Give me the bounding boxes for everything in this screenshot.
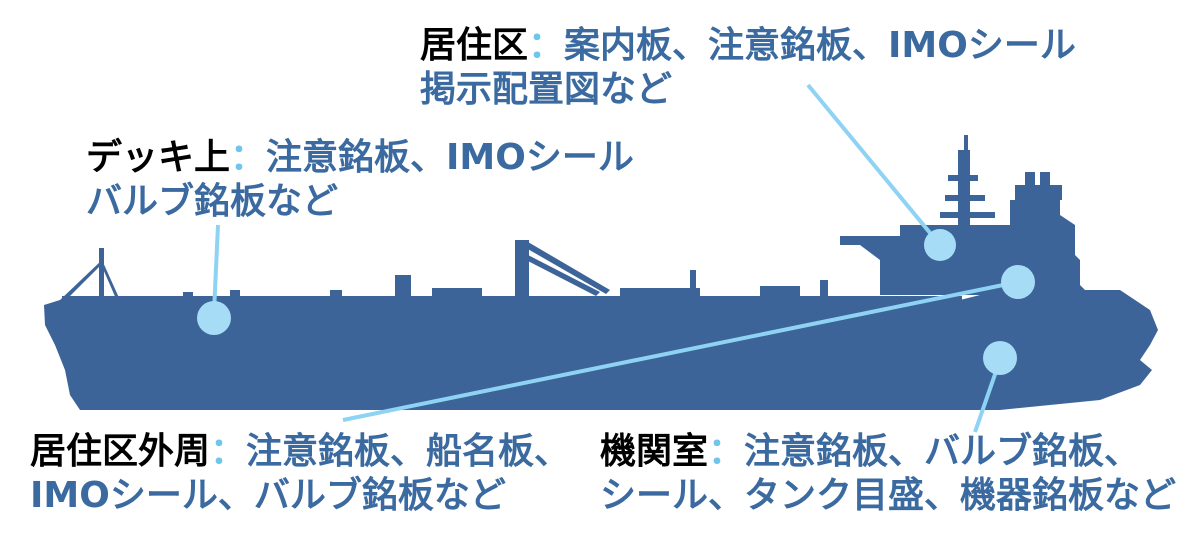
callout-colon: ：: [230, 137, 267, 178]
callout-desc: 注意銘板、IMOシール: [266, 137, 634, 178]
callout-desc-line2: 掲示配置図など: [420, 69, 673, 110]
callout-desc: 注意銘板、バルブ銘板、: [744, 431, 1141, 472]
callout-title: 居住区: [420, 25, 529, 66]
callout-colon: ：: [708, 431, 745, 472]
callout-engine-room: 機関室：注意銘板、バルブ銘板、 シール、タンク目盛、機器銘板など: [600, 430, 1176, 518]
callout-title: 居住区外周: [30, 431, 211, 472]
callout-on-deck: デッキ上：注意銘板、IMOシール バルブ銘板など: [86, 136, 634, 224]
leader-around-quarters: [342, 280, 1019, 422]
callout-desc-line2: バルブ銘板など: [86, 181, 339, 222]
callout-title: 機関室: [600, 431, 709, 472]
location-markers: [197, 229, 1035, 375]
leader-on-deck: [212, 224, 220, 313]
callout-desc-line2: IMOシール、バルブ銘板など: [30, 475, 506, 516]
leader-living-quarters: [806, 83, 942, 247]
callout-living-quarters: 居住区：案内板、注意銘板、IMOシール 掲示配置図など: [420, 24, 1076, 112]
callout-desc: 案内板、注意銘板、IMOシール: [564, 25, 1076, 66]
callout-around-quarters: 居住区外周：注意銘板、船名板、 IMOシール、バルブ銘板など: [30, 430, 570, 518]
marker-living-quarters: [924, 229, 956, 261]
callout-colon: ：: [528, 25, 565, 66]
ship-silhouette: [44, 135, 1158, 410]
marker-on-deck: [197, 301, 231, 335]
callout-colon: ：: [210, 431, 247, 472]
callout-title: デッキ上: [86, 137, 231, 178]
marker-around-quarters: [1001, 265, 1035, 299]
callout-desc: 注意銘板、船名板、: [246, 431, 571, 472]
marker-engine-room: [983, 341, 1017, 375]
callout-desc-line2: シール、タンク目盛、機器銘板など: [600, 475, 1177, 516]
